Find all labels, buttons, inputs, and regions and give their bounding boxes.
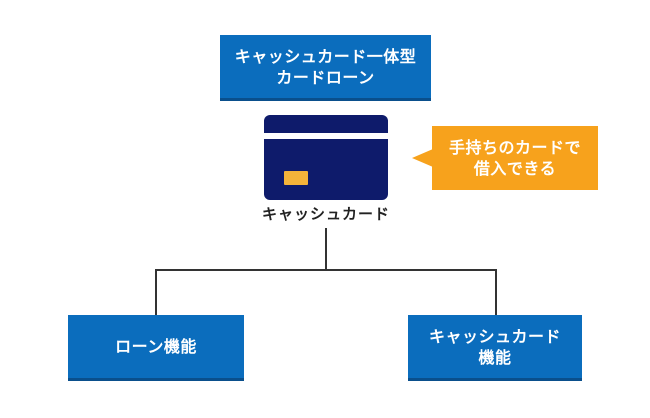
- cash-card-function-box: キャッシュカード 機能: [408, 315, 582, 381]
- feature-callout-text: 手持ちのカードで 借入できる: [448, 138, 581, 178]
- card-label: キャッシュカード: [261, 205, 390, 223]
- product-title-box: キャッシュカード一体型 カードローン: [220, 35, 431, 101]
- loan-function-box: ローン機能: [68, 315, 244, 381]
- card-chip: [284, 171, 308, 185]
- connector-right-drop: [495, 269, 497, 315]
- cash-card-function-text: キャッシュカード 機能: [428, 326, 561, 367]
- card-magnetic-stripe: [264, 133, 388, 139]
- connector-left-drop: [155, 269, 157, 315]
- feature-callout: 手持ちのカードで 借入できる: [432, 126, 598, 190]
- connector-vertical-trunk: [325, 228, 327, 270]
- connector-horizontal: [155, 269, 497, 271]
- loan-function-text: ローン機能: [115, 337, 197, 356]
- product-title-text: キャッシュカード一体型 カードローン: [234, 46, 417, 87]
- callout-pointer: [412, 149, 433, 167]
- cash-card-icon: [264, 115, 388, 200]
